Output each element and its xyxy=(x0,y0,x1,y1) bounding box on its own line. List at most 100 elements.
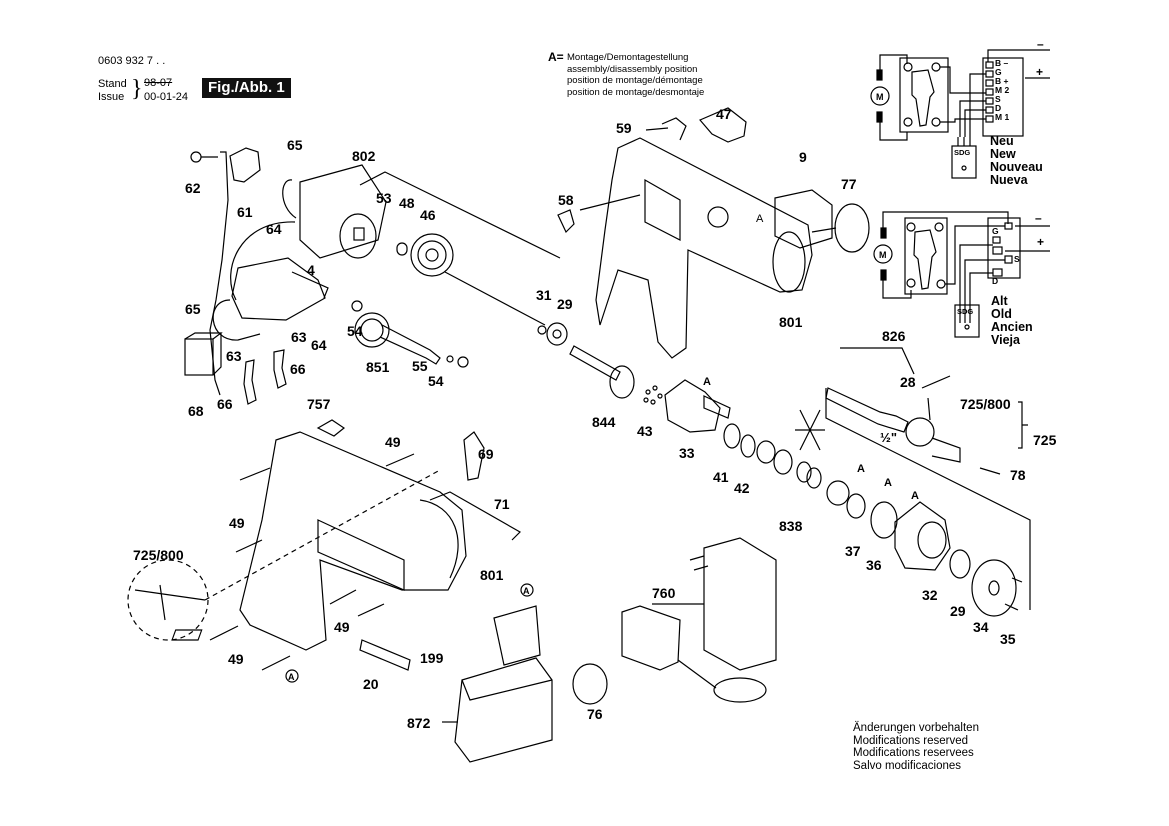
issue-value: 00-01-24 xyxy=(144,91,189,103)
part-label[interactable]: 32 xyxy=(922,587,938,603)
part-label[interactable]: 29 xyxy=(950,603,966,619)
part-label[interactable]: 851 xyxy=(366,359,390,375)
part-label[interactable]: 725 xyxy=(1033,432,1057,448)
ring-symbol xyxy=(795,409,825,451)
part-77 xyxy=(834,203,870,253)
part-label[interactable]: 801 xyxy=(480,567,504,583)
screws-35 xyxy=(1004,577,1023,611)
part-label[interactable]: 54 xyxy=(428,373,444,389)
svg-text:M 1: M 1 xyxy=(995,112,1009,122)
resistor-icon xyxy=(876,69,883,81)
part-label[interactable]: 66 xyxy=(290,361,306,377)
part-label[interactable]: 68 xyxy=(188,403,204,419)
assembly-line xyxy=(359,171,561,326)
svg-text:D: D xyxy=(995,103,1001,113)
motor-can xyxy=(299,164,387,259)
part-label[interactable]: 47 xyxy=(716,106,732,122)
part-label[interactable]: 77 xyxy=(841,176,857,192)
wire-64 xyxy=(230,221,296,301)
part-label[interactable]: 59 xyxy=(616,120,632,136)
part-label[interactable]: 802 xyxy=(352,148,376,164)
part-label[interactable]: 844 xyxy=(592,414,616,430)
charger-cradle xyxy=(621,605,681,671)
bearing-48 xyxy=(396,242,408,256)
clutch-ring-32 xyxy=(894,501,951,571)
part-label[interactable]: 28 xyxy=(900,374,916,390)
spindle-844 xyxy=(569,345,621,381)
part-label[interactable]: 78 xyxy=(1010,467,1026,483)
part-label[interactable]: 34 xyxy=(973,619,989,635)
part-label[interactable]: 65 xyxy=(287,137,303,153)
gear-46 xyxy=(410,233,454,277)
part-label[interactable]: 42 xyxy=(734,480,750,496)
part-label[interactable]: 826 xyxy=(882,328,906,344)
part-label[interactable]: 49 xyxy=(229,515,245,531)
legend-line: position de montage/démontage xyxy=(567,75,703,86)
part-label[interactable]: 61 xyxy=(237,204,253,220)
label-20 xyxy=(359,639,411,671)
part-label[interactable]: 725/800 xyxy=(960,396,1011,412)
part-label[interactable]: 64 xyxy=(266,221,282,237)
modifications-notice: Änderungen vorbehalten Modifications res… xyxy=(853,722,979,772)
part-label[interactable]: 199 xyxy=(420,650,444,666)
part-label[interactable]: 63 xyxy=(291,329,307,345)
marker-a xyxy=(285,669,299,683)
transistor-icon xyxy=(954,304,980,338)
charger-760 xyxy=(621,537,777,703)
shaft-851 xyxy=(379,324,441,365)
carrier-33 xyxy=(664,379,721,433)
part-label[interactable]: 725/800 xyxy=(133,547,184,563)
part-label[interactable]: 66 xyxy=(217,396,233,412)
part-label[interactable]: 49 xyxy=(334,619,350,635)
part-label[interactable]: 49 xyxy=(228,651,244,667)
plate-34 xyxy=(971,559,1017,617)
legend-line: position de montage/desmontaje xyxy=(567,86,705,98)
part-label[interactable]: 757 xyxy=(307,396,331,412)
switch-lever xyxy=(913,229,937,290)
part-label[interactable]: 46 xyxy=(420,207,436,223)
part-label[interactable]: 76 xyxy=(587,706,603,722)
part-label[interactable]: 872 xyxy=(407,715,431,731)
svg-text:+: + xyxy=(1037,235,1044,249)
part-label[interactable]: 33 xyxy=(679,445,695,461)
assembly-marker: A xyxy=(288,672,295,682)
part-label[interactable]: 65 xyxy=(185,301,201,317)
part-label[interactable]: 71 xyxy=(494,496,510,512)
part-label[interactable]: 48 xyxy=(399,195,415,211)
part-label[interactable]: 760 xyxy=(652,585,676,601)
part-label[interactable]: 69 xyxy=(478,446,494,462)
part-label[interactable]: 43 xyxy=(637,423,653,439)
part-label[interactable]: 9 xyxy=(799,149,807,165)
part-label[interactable]: 63 xyxy=(226,348,242,364)
part-label[interactable]: 838 xyxy=(779,518,803,534)
part-66a xyxy=(243,359,257,405)
part-label[interactable]: 35 xyxy=(1000,631,1016,647)
assembly-marker: A xyxy=(703,376,711,388)
motor-assembly xyxy=(184,147,561,405)
part-label[interactable]: 49 xyxy=(385,434,401,450)
part-label[interactable]: 36 xyxy=(866,557,882,573)
part-label[interactable]: 62 xyxy=(185,180,201,196)
part-label[interactable]: 54 xyxy=(347,323,363,339)
wiring-diagram-new: M xyxy=(870,49,1050,179)
part-label[interactable]: 20 xyxy=(363,676,379,692)
part-label[interactable]: 801 xyxy=(779,314,803,330)
svg-text:G: G xyxy=(992,226,999,236)
part-label[interactable]: 31 xyxy=(536,287,552,303)
charger-cable xyxy=(713,677,767,703)
part-label[interactable]: 55 xyxy=(412,358,428,374)
part-label[interactable]: 41 xyxy=(713,469,729,485)
part-58 xyxy=(557,209,575,234)
battery-pack-872 xyxy=(442,583,608,763)
part-label[interactable]: 58 xyxy=(558,192,574,208)
chuck-key-holder xyxy=(127,559,209,641)
screw-78 xyxy=(979,467,1001,475)
motor-symbol xyxy=(870,86,890,106)
part-label[interactable]: 4 xyxy=(307,262,315,278)
part-label[interactable]: 53 xyxy=(376,190,392,206)
part-label[interactable]: 37 xyxy=(845,543,861,559)
part-label[interactable]: 64 xyxy=(311,337,327,353)
svg-text:–: – xyxy=(1037,37,1044,51)
part-label[interactable]: 29 xyxy=(557,296,573,312)
